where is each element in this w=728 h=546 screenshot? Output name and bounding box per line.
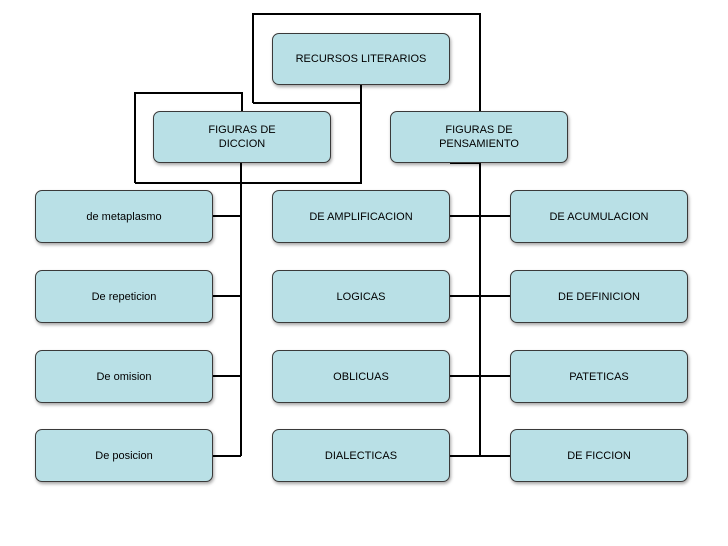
- node-pateticas: PATETICAS: [510, 350, 688, 403]
- node-de-repeticion: De repeticion: [35, 270, 213, 323]
- node-de-definicion: DE DEFINICION: [510, 270, 688, 323]
- node-figuras-pensamiento: FIGURAS DE PENSAMIENTO: [390, 111, 568, 163]
- node-logicas: LOGICAS: [272, 270, 450, 323]
- node-de-ficcion: DE FICCION: [510, 429, 688, 482]
- node-figuras-diccion: FIGURAS DE DICCION: [153, 111, 331, 163]
- root-outline: [252, 13, 481, 164]
- node-de-omision: De omision: [35, 350, 213, 403]
- node-de-acumulacion: DE ACUMULACION: [510, 190, 688, 243]
- node-de-posicion: De posicion: [35, 429, 213, 482]
- node-de-metaplasmo: de metaplasmo: [35, 190, 213, 243]
- node-dialecticas: DIALECTICAS: [272, 429, 450, 482]
- root-outline-connector: [253, 85, 362, 104]
- node-root: RECURSOS LITERARIOS: [272, 33, 450, 85]
- node-de-amplificacion: DE AMPLIFICACION: [272, 190, 450, 243]
- node-oblicuas: OBLICUAS: [272, 350, 450, 403]
- diccion-outline-bottom: [135, 103, 362, 184]
- diccion-outline: [134, 92, 243, 183]
